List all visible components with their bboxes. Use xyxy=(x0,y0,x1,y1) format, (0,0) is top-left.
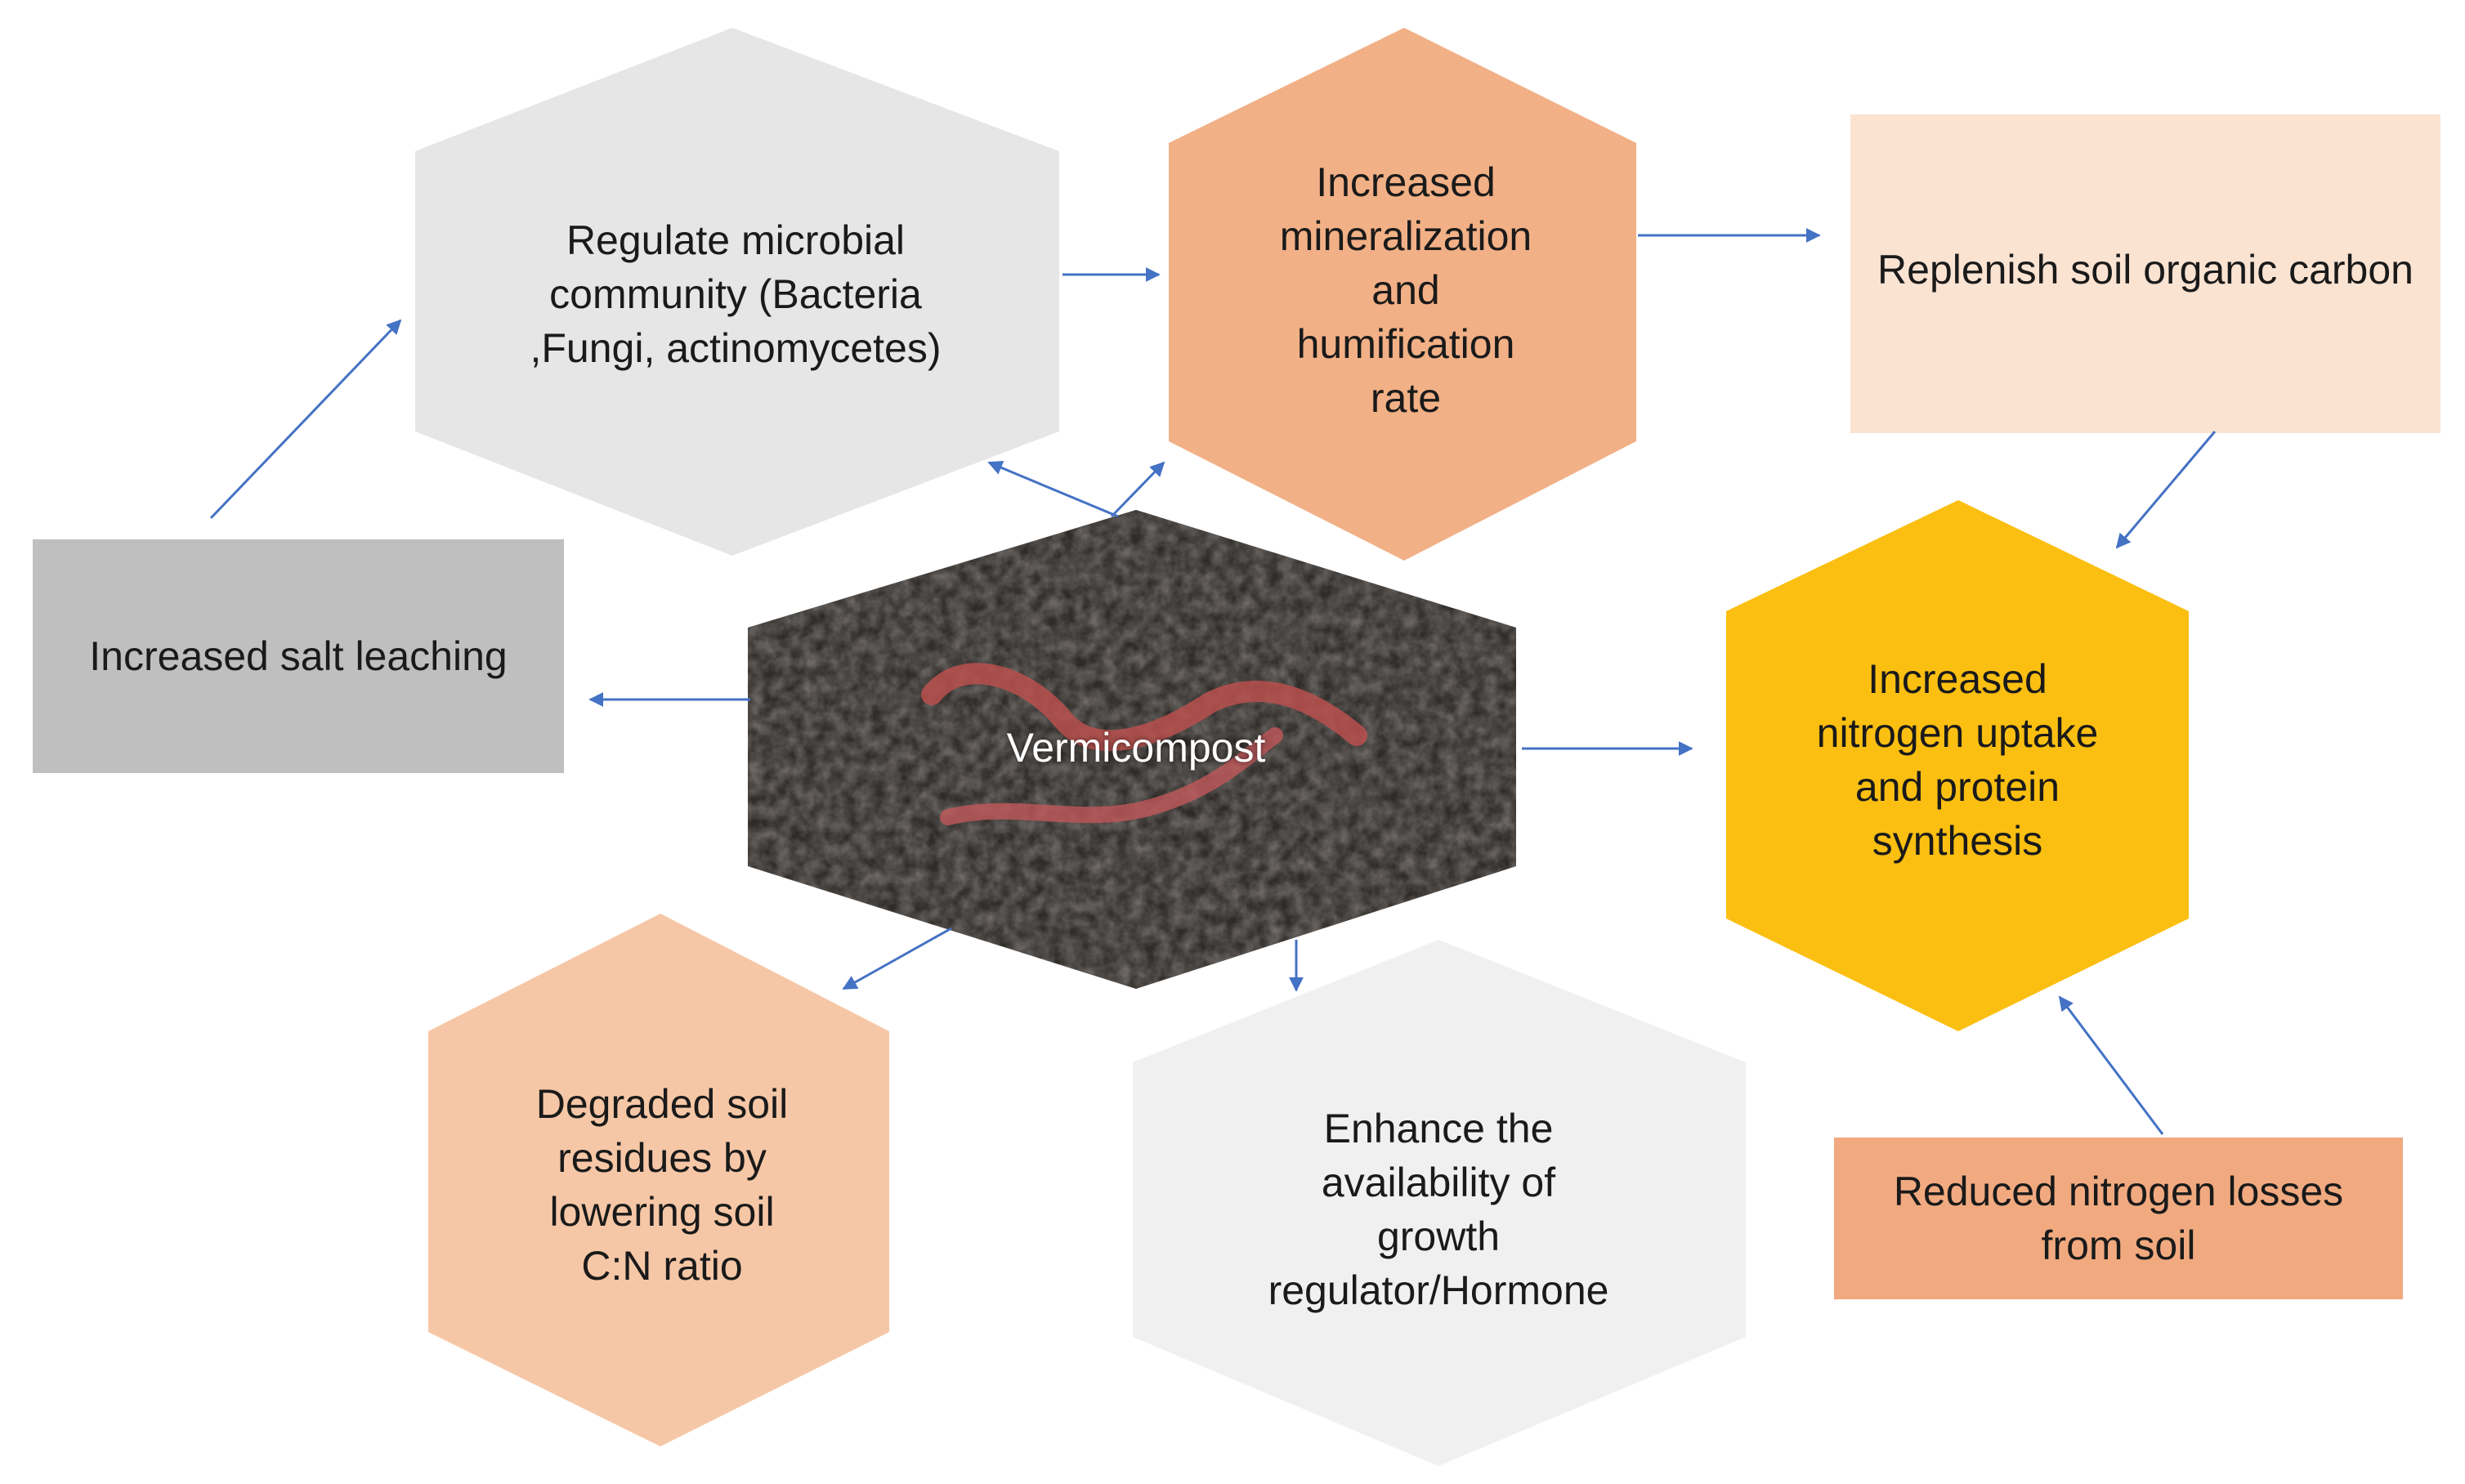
salt-leaching-label: Increased salt leaching xyxy=(89,633,508,679)
reduced-losses-box xyxy=(1834,1138,2403,1299)
earthworm-image-2 xyxy=(940,727,1283,825)
mineralization-label: Increased mineralization and humificatio… xyxy=(1279,159,1532,421)
replenish-label: Replenish soil organic carbon xyxy=(1877,247,2414,293)
vermicompost-label: Vermicompost xyxy=(1006,725,1266,771)
earthworm-image xyxy=(921,663,1367,752)
mineralization-hexagon xyxy=(1169,28,1636,561)
reduced-losses-label: Reduced nitrogen losses from soil xyxy=(1893,1169,2344,1268)
nitrogen-label: Increased nitrogen uptake and protein sy… xyxy=(1816,656,2099,864)
replenish-box xyxy=(1850,114,2440,433)
arrow-replenish-to-nitrogen xyxy=(2115,431,2217,549)
arrow-center-to-mineralization xyxy=(1110,461,1165,518)
arrow-center-to-regulate xyxy=(987,460,1119,518)
enhance-label: Enhance the availability of growth regul… xyxy=(1268,1106,1609,1313)
enhance-hexagon xyxy=(1133,940,1746,1466)
arrow-center-to-degraded xyxy=(842,927,952,990)
salt-leaching-box xyxy=(33,539,564,773)
regulate-label: Regulate microbial community (Bacteria ,… xyxy=(530,217,942,371)
arrow-reduced-to-nitrogen xyxy=(2058,995,2164,1135)
regulate-hexagon xyxy=(415,28,1059,556)
degraded-hexagon xyxy=(428,914,889,1446)
degraded-label: Degraded soil residues by lowering soil … xyxy=(535,1081,789,1289)
nitrogen-hexagon xyxy=(1726,500,2189,1031)
arrow-salt-to-regulate xyxy=(209,319,402,520)
